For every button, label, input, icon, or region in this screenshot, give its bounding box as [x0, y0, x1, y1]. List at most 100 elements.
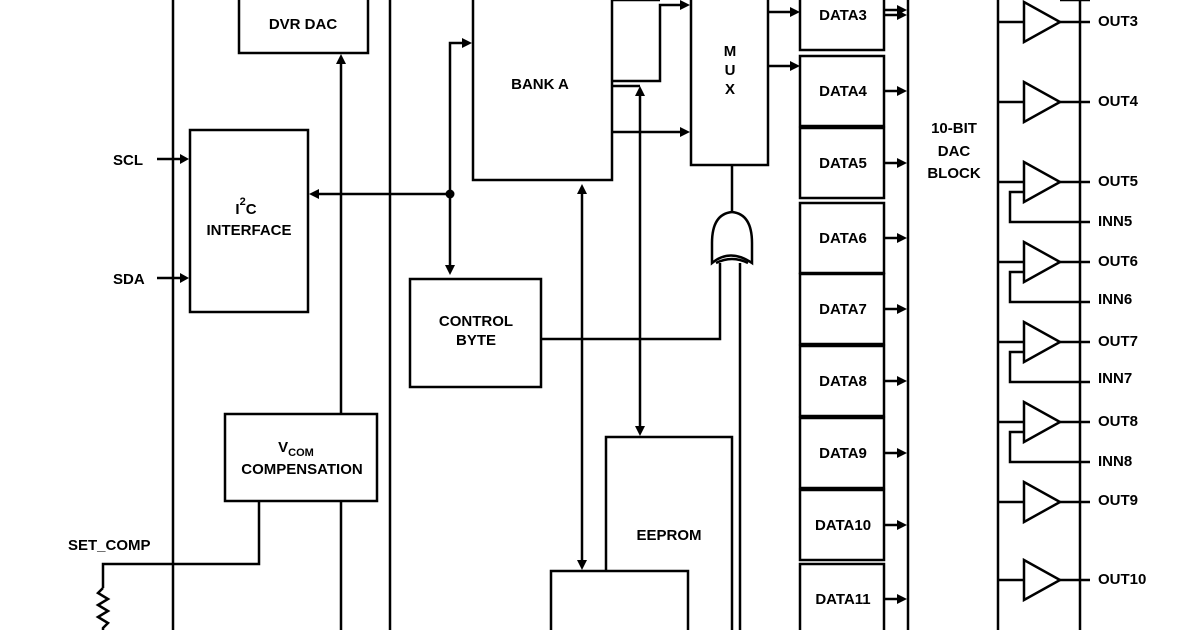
- data-register: DATA6: [798, 201, 907, 275]
- data-register-label: DATA10: [815, 517, 871, 534]
- control-to-or-wire: [541, 263, 722, 341]
- data-to-dac-arrow: [897, 158, 907, 168]
- data-to-dac-arrow: [897, 594, 907, 604]
- data-register-label: DATA5: [819, 155, 867, 172]
- dac-block-label-2: DAC: [938, 143, 971, 160]
- data-register-box: [798, 126, 886, 200]
- data-register-label: DATA4: [819, 83, 867, 100]
- feedback-wire: [1008, 350, 1090, 384]
- data-register-column: DATA3DATA4DATA5DATA6DATA7DATA8DATA9DATA1…: [798, 0, 907, 630]
- buffer-amp-triangle: [1022, 557, 1063, 603]
- buffer-amp-triangle: [1022, 159, 1063, 205]
- scl-pin-label: SCL: [113, 152, 143, 169]
- output-pin-label: INN5: [1098, 213, 1132, 230]
- data-to-dac-arrow: [897, 86, 907, 96]
- bus-to-bank-wire: [448, 41, 463, 194]
- svg-text:VCOM: VCOM: [278, 439, 314, 459]
- data-register-box: [798, 416, 886, 490]
- or-gate: [710, 210, 754, 266]
- feedback-wire: [1008, 270, 1090, 304]
- data-register: DATA9: [798, 416, 907, 490]
- data-to-dac-arrow: [897, 520, 907, 530]
- bus-to-control-arrow: [445, 265, 455, 275]
- output-buffers: OUT3OUT4OUT5INN5OUT6INN6OUT7INN7OUT8INN8…: [998, 0, 1146, 603]
- buffer-amp-triangle: [1022, 0, 1063, 45]
- vcom-compensation-block: VCOM COMPENSATION: [223, 412, 379, 503]
- output-pin-label: INN8: [1098, 453, 1132, 470]
- scl-arrow: [180, 154, 189, 164]
- data-to-dac-arrow: [897, 304, 907, 314]
- data-to-dac-arrow: [897, 233, 907, 243]
- output-buffer: [998, 557, 1090, 603]
- data-register-box: [798, 272, 886, 346]
- control-byte-label-1: CONTROL: [439, 313, 513, 330]
- output-pin-label: OUT7: [1098, 333, 1138, 350]
- data-register: DATA3: [798, 0, 907, 52]
- data-register: DATA11: [798, 562, 907, 630]
- output-buffer: [998, 0, 1090, 45]
- buffer-amp-triangle: [1022, 479, 1063, 525]
- bank-a-block: BANK A: [471, 0, 614, 182]
- i2c-interface-label: INTERFACE: [206, 222, 291, 239]
- mux-to-data-arrow: [790, 61, 800, 71]
- output-pin-label: OUT10: [1098, 571, 1146, 588]
- dac-block-label: 10-BIT DAC BLOCK: [927, 120, 980, 182]
- buffer-amp-triangle: [1022, 399, 1063, 445]
- data-register-label: DATA9: [819, 445, 867, 462]
- output-pin-label: OUT9: [1098, 492, 1138, 509]
- output-pin-label: OUT3: [1098, 13, 1138, 30]
- data-register-box: [798, 488, 886, 562]
- data-register: DATA4: [798, 54, 907, 128]
- vcom-v: V: [278, 439, 288, 456]
- output-pin-label: OUT4: [1098, 93, 1139, 110]
- bank-to-mux-wire-top: [612, 3, 680, 83]
- vcom-sub: COM: [288, 447, 314, 459]
- i2c-i: I: [235, 201, 239, 218]
- data-register: DATA7: [798, 272, 907, 346]
- data-register-label: DATA6: [819, 230, 867, 247]
- sda-pin-label: SDA: [113, 271, 145, 288]
- buffer-amp-triangle: [1022, 79, 1063, 125]
- output-pin-label: INN7: [1098, 370, 1132, 387]
- output-buffer: [998, 319, 1090, 384]
- output-buffer: [998, 159, 1090, 224]
- dvr-dac-label: DVR DAC: [269, 16, 338, 33]
- data-register-box: [798, 54, 886, 128]
- set-comp-pin-label: SET_COMP: [68, 537, 151, 554]
- i2c-interface-block: I2C INTERFACE: [188, 128, 310, 314]
- mux-label-u: U: [725, 62, 736, 79]
- data-register: DATA5: [798, 126, 907, 200]
- output-buffer: [998, 239, 1090, 304]
- output-buffer: [998, 79, 1090, 125]
- vcom-to-dvr-arrow: [336, 54, 346, 64]
- data-register-label: DATA7: [819, 301, 867, 318]
- vcom-compensation-label: COMPENSATION: [241, 461, 362, 478]
- sda-arrow: [180, 273, 189, 283]
- data-register-box: [798, 344, 886, 418]
- bank-to-mux-arrow: [680, 127, 690, 137]
- data-register-label: DATA11: [815, 591, 870, 608]
- lower-register-block: [549, 569, 690, 630]
- control-byte-label-2: BYTE: [456, 332, 496, 349]
- control-byte-block: CONTROL BYTE: [408, 277, 543, 389]
- bank-to-mux-arrow-top: [680, 0, 690, 10]
- buffer-amp-triangle: [1022, 319, 1063, 365]
- mux-block: M U X: [689, 0, 770, 167]
- dac-block-label-1: 10-BIT: [931, 120, 977, 137]
- bank-a-label: BANK A: [511, 76, 569, 93]
- data-register-label: DATA3: [819, 7, 867, 24]
- svg-text:I2C: I2C: [235, 196, 256, 218]
- bus-to-bank-arrow: [462, 38, 472, 48]
- i2c-c: C: [246, 201, 257, 218]
- output-pin-label: OUT6: [1098, 253, 1138, 270]
- data-register-label: DATA8: [819, 373, 867, 390]
- output-buffer: [998, 399, 1090, 464]
- data-register-box: [798, 201, 886, 275]
- eeprom-label: EEPROM: [636, 527, 701, 544]
- dac-block-label-3: BLOCK: [927, 165, 980, 182]
- data-register: DATA8: [798, 344, 907, 418]
- output-pin-label: OUT5: [1098, 173, 1138, 190]
- i2c-bus-arrow: [309, 189, 319, 199]
- set-comp-resistor: [95, 501, 261, 630]
